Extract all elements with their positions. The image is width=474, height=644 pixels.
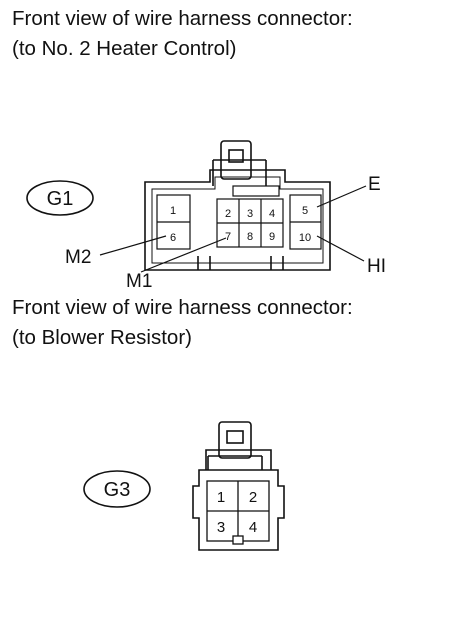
callout-label-e: E [368,174,381,195]
pin-block-middle [216,198,284,248]
caption-line-1: Front view of wire harness connector: [12,296,353,319]
callout-leader-lines [99,185,367,273]
connector-housing [192,421,285,551]
pin-number: 6 [170,232,176,244]
connector-g3: G3 1 2 3 4 [83,421,285,551]
pin-block [206,480,270,545]
connector-housing [144,140,331,271]
pin-number: 9 [269,231,275,243]
pin-block-right [289,194,322,250]
connector-tag-label: G3 [104,479,131,501]
pin-number: 1 [217,489,225,506]
caption-line-1: Front view of wire harness connector: [12,7,353,30]
pin-number: 4 [249,519,257,536]
pin-block-left [156,194,191,250]
connector-tag-g1: G1 [26,180,94,216]
pin-number: 2 [249,489,257,506]
callout-label-m1: M1 [126,271,152,292]
pin-number: 3 [217,519,225,536]
callout-label-m2: M2 [65,247,91,268]
pin-number: 7 [225,231,231,243]
pin-number: 3 [247,208,253,220]
caption-line-2: (to No. 2 Heater Control) [12,37,237,60]
pin-number: 2 [225,208,231,220]
connector-tag-g3: G3 [83,470,151,508]
caption-line-2: (to Blower Resistor) [12,326,192,349]
pin-number: 10 [299,232,311,244]
pin-number: 5 [302,205,308,217]
connector-g3-caption: Front view of wire harness connector: (t… [12,293,353,353]
connector-g1-caption: Front view of wire harness connector: (t… [12,4,353,64]
pin-number: 8 [247,231,253,243]
connector-g1: G1 [26,140,386,292]
pin-number: 4 [269,208,275,220]
pin-number: 1 [170,205,176,217]
callout-label-hi: HI [367,256,386,277]
connector-tag-label: G1 [47,188,74,210]
